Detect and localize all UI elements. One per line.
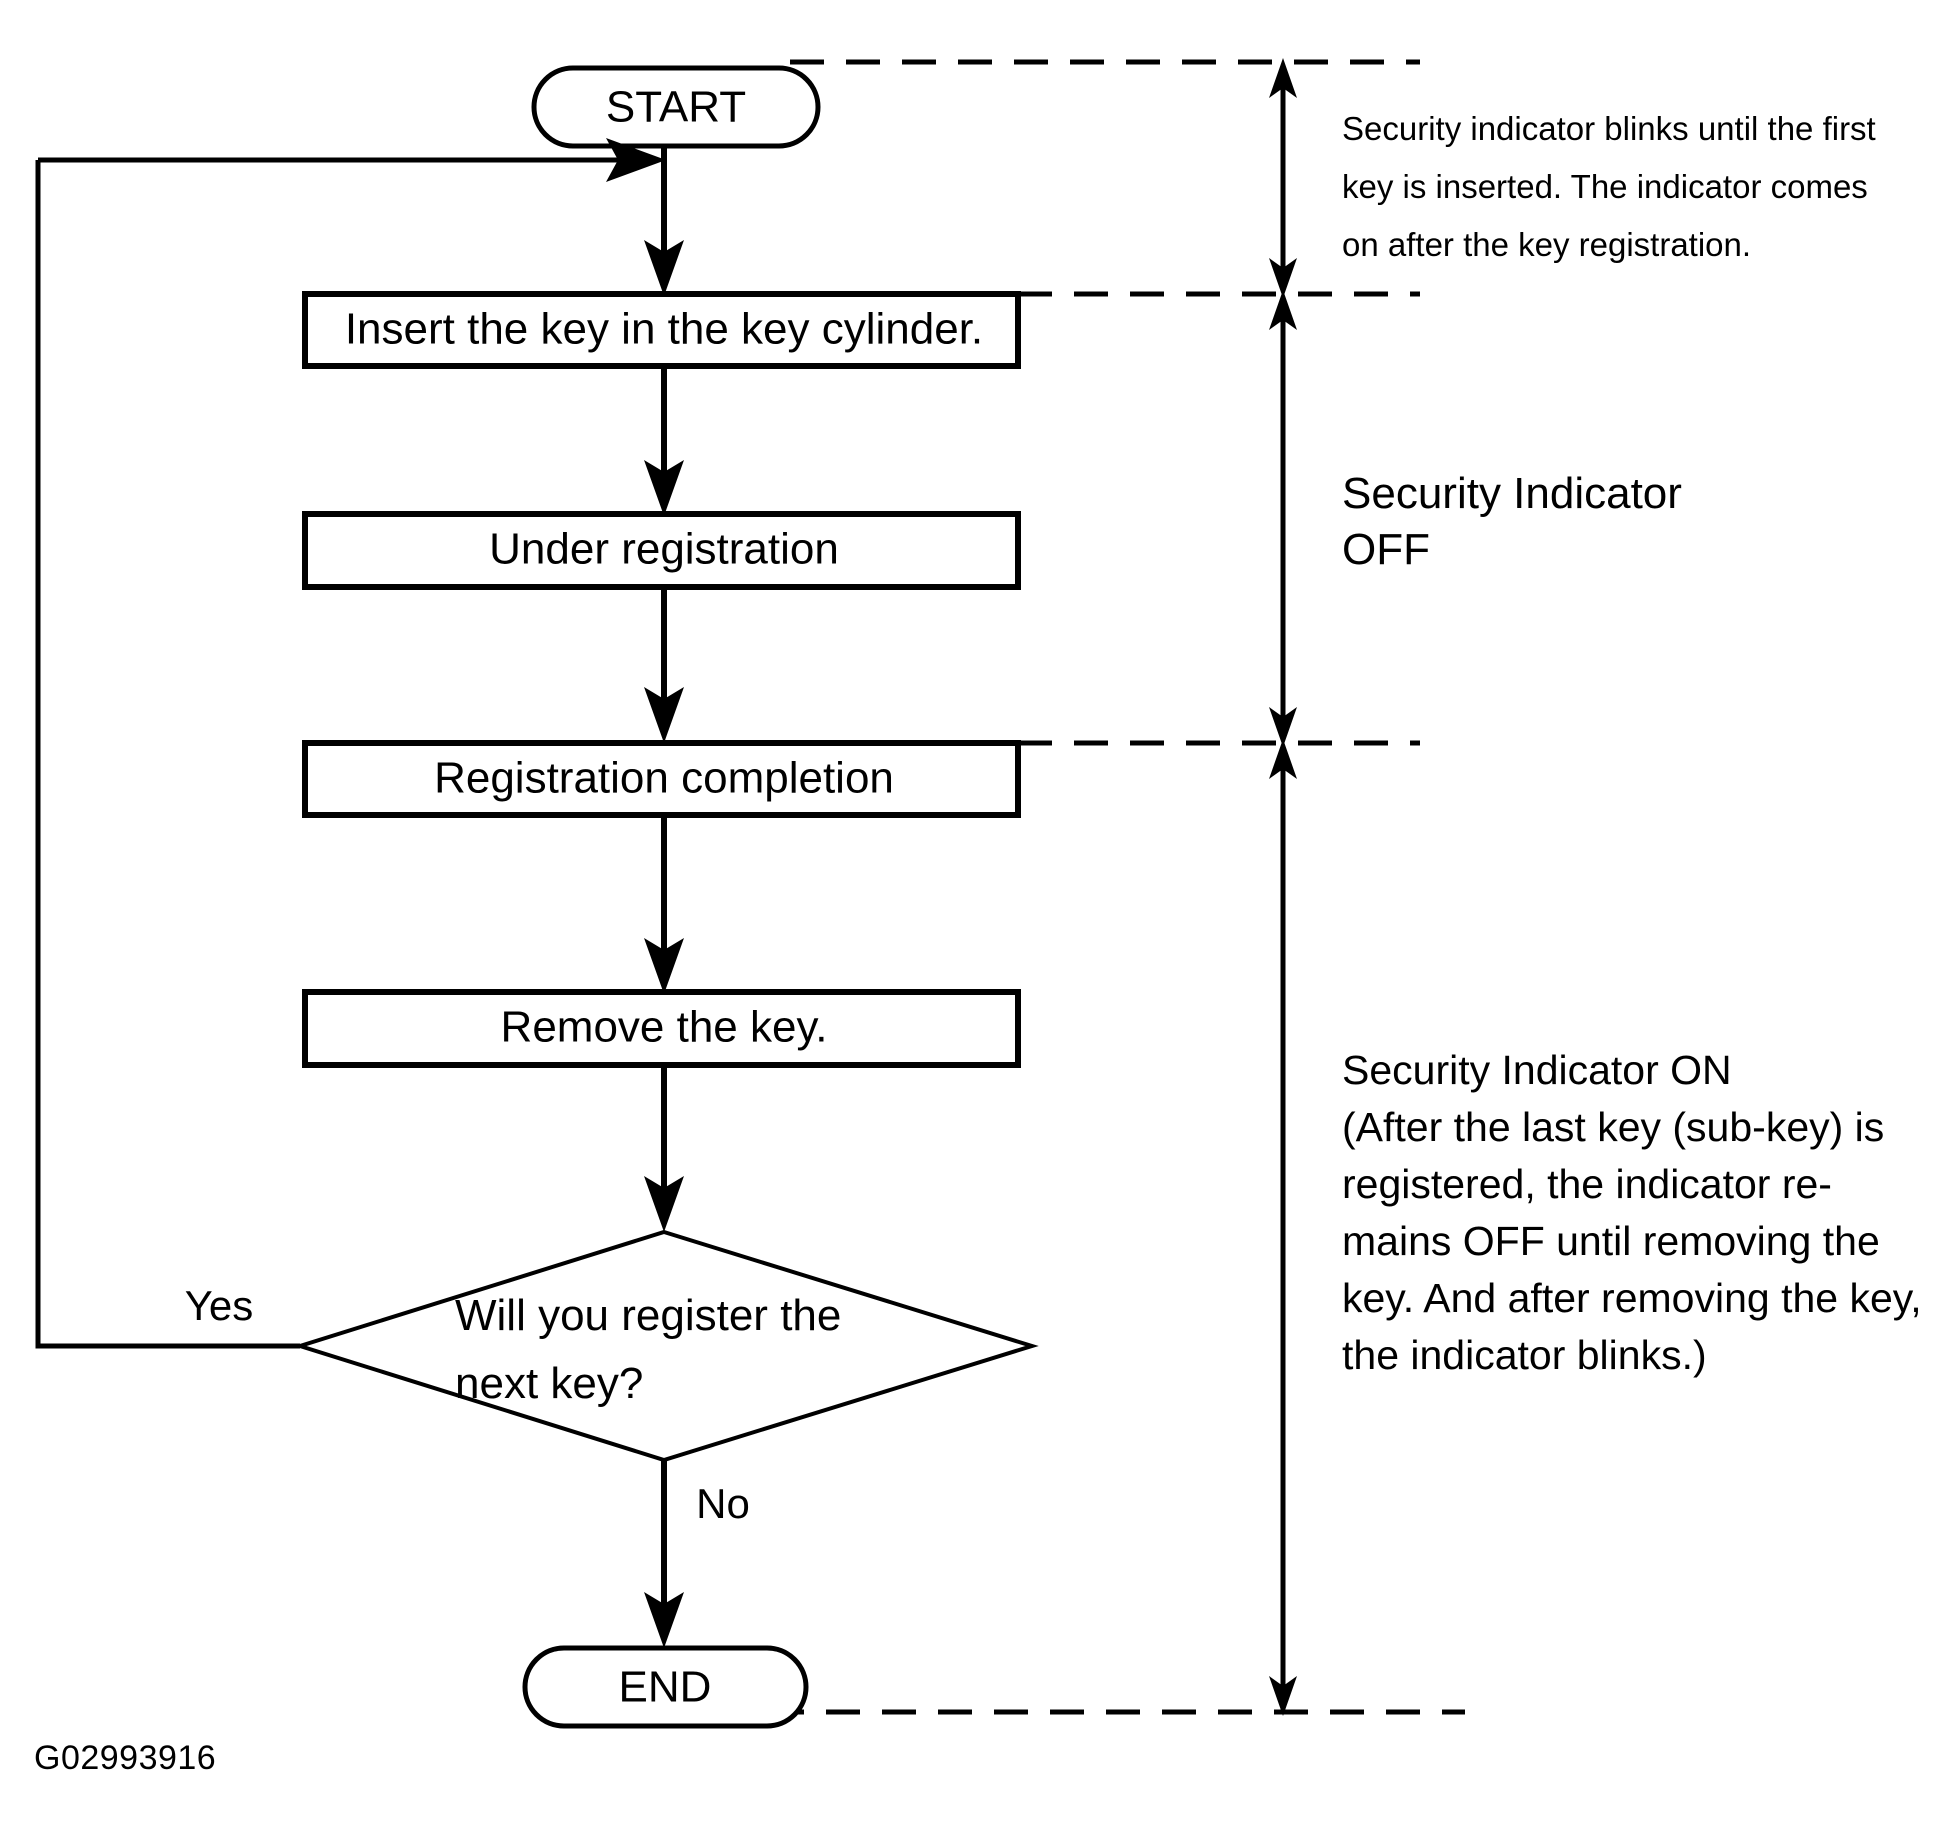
annotation-blink-line-3: on after the key registration. [1342, 226, 1752, 263]
annotation-blink-note: Security indicator blinks until the firs… [1342, 100, 1922, 274]
node-decision-label-line2: next key? [455, 1359, 643, 1408]
annotation-on-line-4: mains OFF until removing the [1342, 1218, 1880, 1264]
dimension-arrow-down-on [1269, 1676, 1297, 1716]
dimension-arrow-down-upper [1269, 258, 1297, 298]
annotation-on-line-6: the indicator blinks.) [1342, 1332, 1707, 1378]
dimension-arrow-down-off [1269, 707, 1297, 747]
node-decision-register-next[interactable] [293, 1229, 1039, 1463]
annotation-indicator-off: Security Indicator OFF [1342, 466, 1922, 578]
edge-insert-to-under-arrow [644, 460, 684, 516]
node-under-registration[interactable] [302, 511, 1021, 590]
node-end-label: END [619, 1663, 712, 1712]
node-under-registration-label: Under registration [489, 525, 839, 574]
annotation-blink-line-1: Security indicator blinks until the firs… [1342, 110, 1876, 147]
annotation-on-line-2: (After the last key (sub-key) is [1342, 1104, 1885, 1150]
node-remove-key-label: Remove the key. [501, 1003, 828, 1052]
edge-decision-yes [35, 160, 300, 1349]
annotation-off-line-2: OFF [1342, 525, 1430, 574]
annotation-on-line-1: Security Indicator ON [1342, 1047, 1732, 1093]
edge-loop-arrowhead [606, 138, 666, 182]
node-start[interactable] [531, 65, 821, 149]
edge-decision-no-arrow [644, 1592, 684, 1648]
annotation-on-line-5: key. And after removing the key, [1342, 1275, 1922, 1321]
dimension-arrow-up-upper [1269, 58, 1297, 98]
annotation-off-line-1: Security Indicator [1342, 469, 1682, 518]
edge-remove-to-decision-arrow [644, 1176, 684, 1232]
dimension-arrow-up-on [1269, 739, 1297, 779]
figure-id-label: G02993916 [34, 1739, 217, 1777]
annotation-blink-line-2: key is inserted. The indicator comes [1342, 168, 1868, 205]
node-remove-key[interactable] [302, 989, 1021, 1068]
node-decision-label-line1: Will you register the [455, 1291, 841, 1340]
edge-under-to-completion-arrow [644, 687, 684, 743]
edge-completion-to-remove-arrow [644, 938, 684, 994]
edge-start-to-insert-arrow [644, 240, 684, 296]
edge-label-yes: Yes [185, 1282, 254, 1329]
node-registration-completion[interactable] [302, 740, 1021, 818]
node-start-label: START [606, 83, 746, 132]
node-end[interactable] [522, 1645, 809, 1729]
annotation-on-line-3: registered, the indicator re- [1342, 1161, 1832, 1207]
annotation-indicator-on: Security Indicator ON (After the last ke… [1342, 1042, 1942, 1384]
dimension-arrow-up-off [1269, 290, 1297, 330]
edge-label-no: No [696, 1480, 750, 1527]
node-registration-completion-label: Registration completion [434, 754, 894, 803]
node-insert-key-label: Insert the key in the key cylinder. [345, 305, 983, 354]
